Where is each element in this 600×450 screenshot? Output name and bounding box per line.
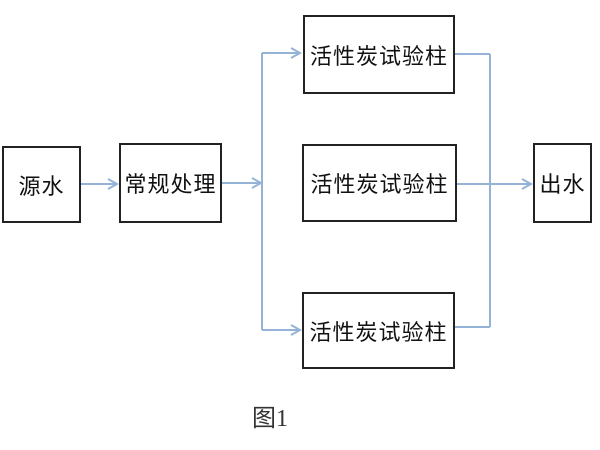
node-carbon-column-top-label: 活性炭试验柱 xyxy=(309,43,448,69)
node-carbon-column-bottom-label: 活性炭试验柱 xyxy=(309,319,448,345)
node-outlet-water: 出水 xyxy=(533,143,592,223)
node-conventional-treatment: 常规处理 xyxy=(119,143,222,223)
figure-caption: 图1 xyxy=(252,406,288,432)
node-conventional-treatment-label: 常规处理 xyxy=(124,172,217,197)
node-carbon-column-bottom: 活性炭试验柱 xyxy=(302,292,455,369)
node-carbon-column-middle-label: 活性炭试验柱 xyxy=(310,172,449,197)
node-source-water: 源水 xyxy=(2,146,81,223)
node-carbon-column-middle: 活性炭试验柱 xyxy=(302,144,457,222)
node-carbon-column-top: 活性炭试验柱 xyxy=(303,15,455,94)
node-outlet-water-label: 出水 xyxy=(539,172,586,197)
node-source-water-label: 源水 xyxy=(18,173,65,199)
